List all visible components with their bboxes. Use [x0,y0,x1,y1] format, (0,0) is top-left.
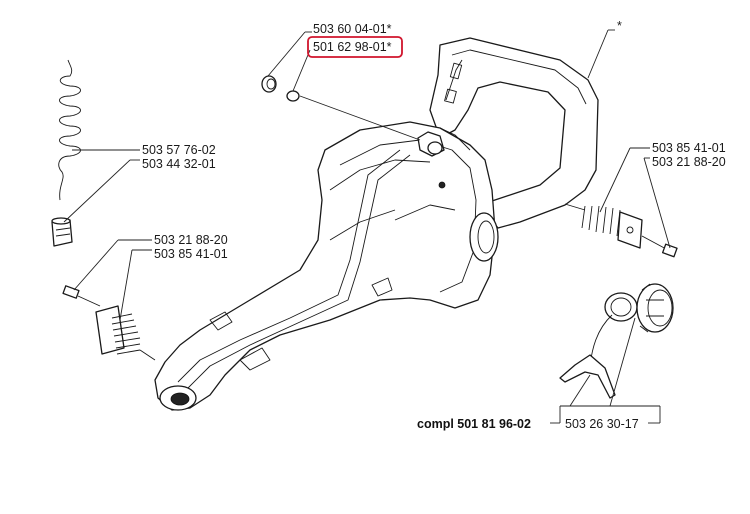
label-top-2: 501 62 98-01* [313,40,392,54]
plug-parts [261,75,421,141]
fuel-cap [559,283,674,399]
label-star: * [617,19,622,33]
label-left-mount-1: 503 21 88-20 [154,233,228,247]
fuel-hose-spring [51,59,81,247]
leader-lines [63,29,671,424]
label-right-mount-2: 503 21 88-20 [652,155,726,169]
right-av-mount [564,203,678,258]
label-top-1: 503 60 04-01* [313,22,392,36]
highlight-box [307,36,403,58]
left-av-mount [62,285,156,361]
label-left-mount-2: 503 85 41-01 [154,247,228,261]
label-right-mount-1: 503 85 41-01 [652,141,726,155]
label-spring-1: 503 57 76-02 [142,143,216,157]
tank-housing [154,37,599,411]
label-compl: compl 501 81 96-02 [417,417,531,431]
label-spring-2: 503 44 32-01 [142,157,216,171]
label-cap: 503 26 30-17 [565,417,639,431]
